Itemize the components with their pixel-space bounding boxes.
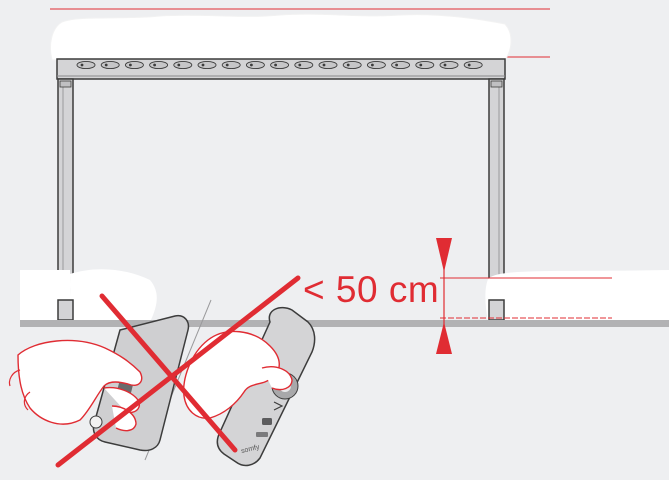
louvre-blade [439,60,459,70]
louvre-pivot [177,63,181,67]
louvre-pivot [225,63,229,67]
louvre-pivot [467,63,471,67]
louvre-pivot [201,63,205,67]
louvre-blade [391,60,411,70]
cross-out-icon [55,275,301,468]
louvre-blade [366,60,386,70]
louvre-pivot [395,63,398,67]
louvre-pivot [104,63,108,67]
louvre-blade [173,60,193,70]
louvre-blade [221,60,241,70]
louvre-pivot [80,63,84,67]
louvre-pivot [322,63,326,67]
roof-snow-icon [49,13,512,61]
ground-snow-mound [70,269,157,322]
louvre-blade [245,60,265,70]
pergola-frame-icon [56,58,506,321]
louvre-pivot [129,63,132,67]
louvre-pivot [250,63,253,67]
louvre-pivot [443,63,447,67]
roof-louvres [76,60,483,70]
louvre-pivot [298,63,302,67]
louvre-blade [149,60,169,70]
louvre-pivot [274,63,277,67]
louvre-pivot [346,63,350,67]
louvre-pivot [419,63,423,67]
louvre-pivot [371,63,374,67]
louvre-blade [100,60,120,70]
height-arrow-icon [436,238,452,354]
remote-control-icon [183,306,316,467]
louvre-blade [463,60,483,70]
louvre-pivot [153,63,157,67]
louvre-blade [197,60,217,70]
ground-snow-right [485,270,669,322]
louvre-blade [270,60,290,70]
louvre-blade [318,60,338,70]
louvre-blade [342,60,362,70]
height-limit-label: < 50 cm [303,269,440,310]
louvre-blade [124,60,144,70]
ground-line [20,320,669,327]
louvre-blade [294,60,314,70]
louvre-blade [76,60,96,70]
louvre-blade [415,60,435,70]
